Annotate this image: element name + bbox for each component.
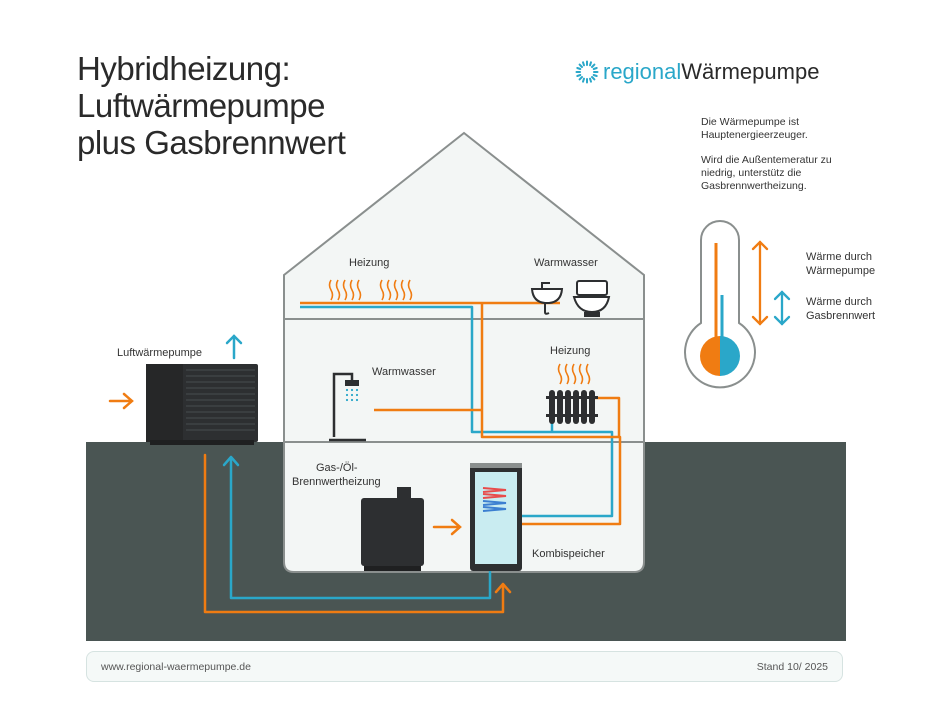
combi-storage-tank [470, 463, 522, 571]
legend-waermepumpe-line-1: Wärme durch [806, 251, 873, 263]
heat-waves-attic [328, 279, 413, 301]
radiator-icon [546, 390, 598, 424]
info-note-paragraph-2: Wird die Außentemeratur zu niedrig, unte… [701, 154, 832, 192]
footer-stand: Stand 10/ 2025 [756, 661, 828, 673]
house-outline [283, 131, 645, 573]
brand-logo: regionalWärmepumpe [575, 58, 819, 86]
pipe-heatpump-return [229, 456, 492, 600]
legend-gasbrennwert-line-1: Wärme durch [806, 296, 873, 308]
label-brenner-line-2: Brennwertheizung [292, 476, 381, 488]
brand-name-waermepumpe: Wärmepumpe [681, 59, 820, 84]
info-note-paragraph-1: Die Wärmepumpe ist Hauptenergieerzeuger. [701, 116, 808, 141]
footer-bar: www.regional-waermepumpe.de Stand 10/ 20… [86, 651, 843, 682]
legend-arrow-gasbrennwert-icon [773, 290, 791, 326]
sink-icon [530, 282, 564, 315]
brand-name-regional: regional [603, 59, 682, 84]
page-title: Hybridheizung: Luftwärmepumpe plus Gasbr… [77, 50, 346, 161]
pipe-radiator-supply [592, 396, 621, 437]
thermometer-icon [684, 220, 756, 389]
title-line-1: Hybridheizung: [77, 50, 291, 87]
legend-gasbrennwert-line-2: Gasbrennwert [806, 310, 876, 322]
heat-waves-radiator [557, 363, 591, 385]
shower-water-drops [345, 388, 359, 402]
legend-arrow-waermepumpe-icon [751, 240, 769, 326]
pipe-heatpump-flow [203, 453, 505, 614]
label-warmwasser-shower: Warmwasser [372, 366, 436, 378]
title-line-3: plus Gasbrennwert [77, 124, 346, 161]
label-heizung-radiator: Heizung [550, 345, 591, 357]
label-brenner-line-1: Gas-/Öl- [316, 462, 358, 474]
title-line-2: Luftwärmepumpe [77, 87, 325, 124]
gas-boiler-icon [361, 487, 424, 571]
air-exhaust-arrow-icon [225, 334, 243, 360]
brand-name: regionalWärmepumpe [603, 59, 819, 85]
label-heizung-attic: Heizung [349, 257, 390, 269]
legend-waermepumpe-line-2: Wärmepumpe [806, 265, 876, 277]
heat-pump-unit [146, 364, 258, 445]
sun-burst-icon [575, 60, 599, 84]
label-luftwaermepumpe: Luftwärmepumpe [117, 347, 202, 359]
air-intake-arrow-icon [108, 392, 134, 410]
label-kombispeicher: Kombispeicher [532, 548, 605, 560]
label-warmwasser-attic: Warmwasser [534, 257, 598, 269]
info-note: Die Wärmepumpe ist Hauptenergieerzeuger.… [701, 116, 861, 205]
boiler-to-storage-arrow-icon [432, 518, 462, 536]
pipe-heating-return [300, 305, 614, 518]
toilet-icon [572, 280, 611, 317]
shower-icon [329, 372, 366, 442]
footer-url-link[interactable]: www.regional-waermepumpe.de [101, 661, 251, 673]
